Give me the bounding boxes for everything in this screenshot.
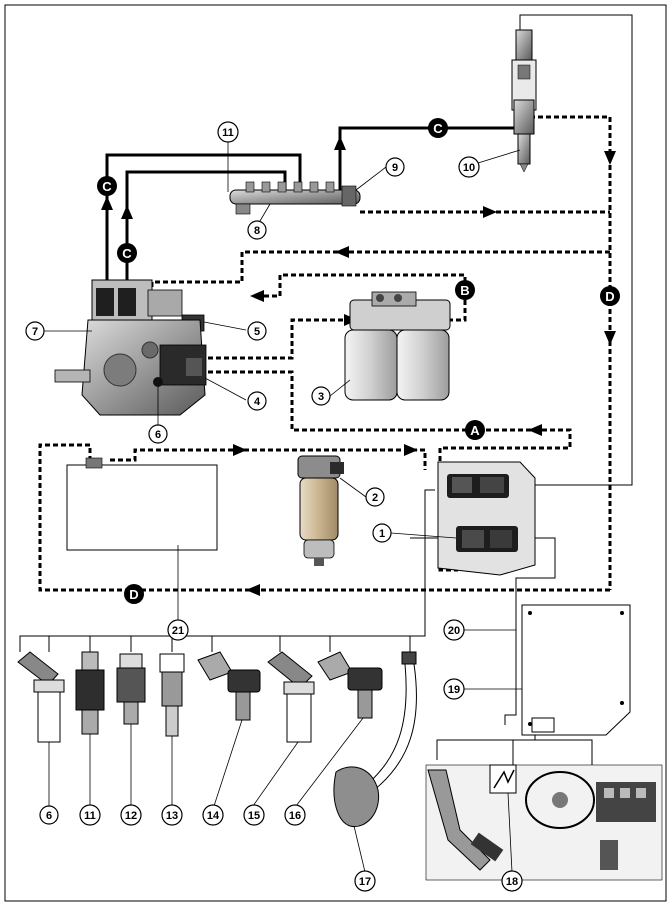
callout-6-pump-label: 6 bbox=[155, 429, 161, 441]
line-label-a: A bbox=[465, 420, 485, 440]
vehicle-control-unit bbox=[521, 604, 631, 736]
callout-8: 8 bbox=[247, 220, 267, 240]
callout-7-label: 7 bbox=[32, 326, 38, 338]
callout-6-sensor-label: 6 bbox=[46, 810, 52, 822]
sensor-6 bbox=[17, 651, 65, 743]
injector bbox=[511, 29, 537, 173]
callout-4: 4 bbox=[247, 391, 267, 411]
callout-7: 7 bbox=[25, 321, 45, 341]
line-label-d-bottom-text: D bbox=[129, 587, 138, 602]
callout-18-label: 18 bbox=[506, 876, 518, 888]
ecu bbox=[437, 461, 536, 576]
callout-15-label: 15 bbox=[248, 810, 260, 822]
callout-3-label: 3 bbox=[318, 391, 324, 403]
callout-11-rail-label: 11 bbox=[222, 127, 234, 139]
callout-6-pump: 6 bbox=[148, 424, 168, 444]
line-label-c-top: C bbox=[428, 118, 448, 138]
callout-20: 20 bbox=[443, 619, 465, 641]
leader-lines bbox=[44, 141, 522, 873]
callout-19-label: 19 bbox=[448, 684, 460, 696]
line-label-c-left: C bbox=[97, 176, 117, 196]
callout-11-sensor-label: 11 bbox=[84, 810, 96, 822]
callout-10-label: 10 bbox=[463, 162, 475, 174]
callout-15: 15 bbox=[243, 804, 265, 826]
line-label-c-middle: C bbox=[117, 243, 137, 263]
callout-14: 14 bbox=[202, 804, 224, 826]
line-label-c-middle-text: C bbox=[122, 246, 132, 261]
high-pressure-lines bbox=[105, 126, 520, 290]
callout-14-label: 14 bbox=[207, 810, 220, 822]
callout-19: 19 bbox=[443, 678, 465, 700]
line-label-a-text: A bbox=[470, 423, 480, 438]
sensor-14 bbox=[197, 651, 261, 721]
callout-10: 10 bbox=[458, 156, 480, 178]
line-label-b-text: B bbox=[460, 283, 469, 298]
callout-13: 13 bbox=[161, 804, 183, 826]
callout-5-label: 5 bbox=[254, 326, 260, 338]
callout-18: 18 bbox=[501, 870, 523, 892]
callout-9-label: 9 bbox=[392, 162, 398, 174]
callout-17-label: 17 bbox=[359, 876, 371, 888]
line-label-b: B bbox=[455, 280, 475, 300]
cab-interior-scene bbox=[425, 764, 663, 881]
callout-21: 21 bbox=[167, 619, 189, 641]
line-label-c-left-text: C bbox=[102, 179, 112, 194]
callout-17: 17 bbox=[354, 870, 376, 892]
callout-11-sensor: 11 bbox=[79, 804, 101, 826]
accelerator-pedal bbox=[333, 651, 417, 828]
line-label-d-right: D bbox=[600, 286, 620, 306]
dashed-lines bbox=[38, 115, 612, 592]
callout-2-label: 2 bbox=[372, 492, 378, 504]
page-frame bbox=[4, 4, 667, 902]
callout-8-label: 8 bbox=[254, 225, 260, 237]
high-pressure-arrows bbox=[101, 136, 346, 219]
callout-16-label: 16 bbox=[289, 810, 301, 822]
callout-16: 16 bbox=[284, 804, 306, 826]
common-rail bbox=[229, 181, 361, 215]
fuel-tank bbox=[66, 457, 218, 551]
callout-4-label: 4 bbox=[254, 396, 261, 408]
sensor-11 bbox=[75, 651, 105, 735]
callout-11-rail: 11 bbox=[217, 121, 239, 143]
line-label-d-bottom: D bbox=[124, 584, 144, 604]
callout-21-label: 21 bbox=[172, 625, 184, 637]
callout-12: 12 bbox=[120, 804, 142, 826]
line-label-d-right-text: D bbox=[605, 289, 614, 304]
callout-1: 1 bbox=[372, 523, 392, 543]
callout-6-sensor: 6 bbox=[39, 805, 59, 825]
pre-filter bbox=[297, 455, 344, 566]
sensor-15 bbox=[267, 651, 315, 743]
callout-3: 3 bbox=[311, 386, 331, 406]
sensor-16 bbox=[317, 651, 383, 719]
callout-9: 9 bbox=[385, 157, 405, 177]
callout-2: 2 bbox=[365, 487, 385, 507]
callout-20-label: 20 bbox=[448, 625, 460, 637]
callout-12-label: 12 bbox=[125, 810, 137, 822]
sensor-12 bbox=[116, 653, 146, 725]
callout-1-label: 1 bbox=[379, 528, 385, 540]
callout-5: 5 bbox=[247, 321, 267, 341]
callout-13-label: 13 bbox=[166, 810, 178, 822]
high-pressure-pump bbox=[54, 279, 207, 416]
sensor-13 bbox=[159, 653, 185, 737]
fuel-filter-main bbox=[344, 291, 451, 401]
line-label-c-top-text: C bbox=[433, 121, 443, 136]
